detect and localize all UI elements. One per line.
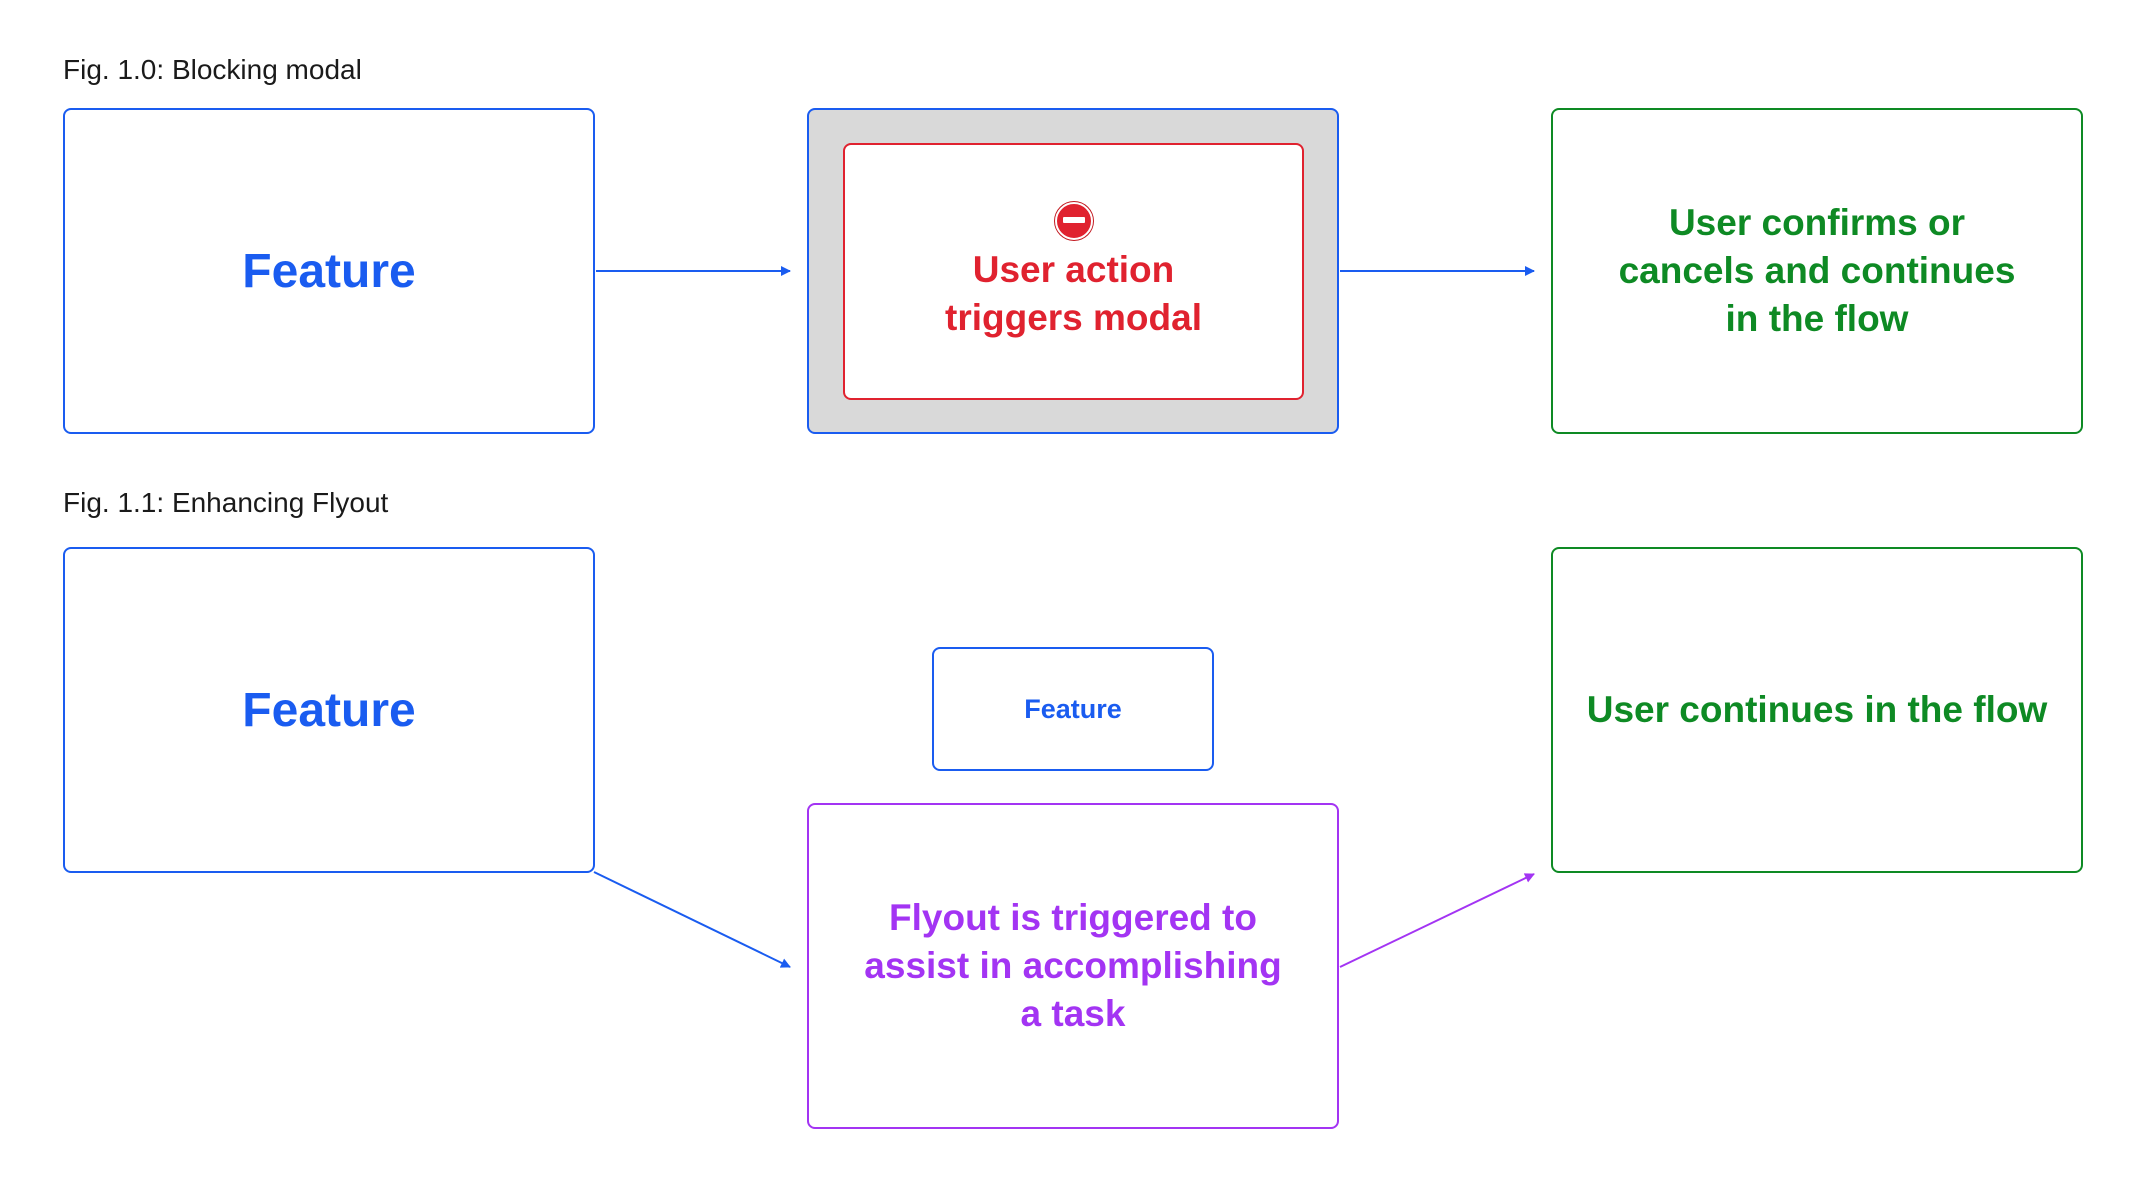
flyout-text-line-1: Flyout is triggered to: [889, 897, 1257, 938]
arrow-flyout-to-result: [1339, 873, 1535, 968]
small-feature-box: Feature: [932, 647, 1214, 771]
flyout-text-line-2: assist in accomplishing: [864, 945, 1282, 986]
feature-label: Feature: [242, 683, 416, 737]
result-box-continue: User continues in the flow: [1551, 547, 2083, 873]
arrow-feature-to-flyout: [593, 871, 791, 968]
no-entry-icon: [1054, 201, 1093, 240]
modal-overlay: User action triggers modal: [807, 108, 1339, 434]
result-text: User continues in the flow: [1586, 689, 2048, 730]
figure-1-1-caption: Fig. 1.1: Enhancing Flyout: [63, 487, 389, 518]
figure-1-0-caption: Fig. 1.0: Blocking modal: [63, 54, 362, 85]
modal-text-line-2: triggers modal: [945, 296, 1202, 338]
modal-text-line-1: User action: [972, 248, 1175, 290]
feature-label: Feature: [242, 244, 416, 298]
flyout-text-line-3: a task: [1020, 993, 1126, 1034]
result-text-line-1: User confirms or: [1668, 202, 1966, 243]
result-text-line-3: in the flow: [1725, 298, 1909, 339]
flyout-box: Flyout is triggered to assist in accompl…: [807, 803, 1339, 1129]
feature-box: Feature: [63, 108, 595, 434]
small-feature-label: Feature: [1024, 693, 1122, 724]
result-box-confirm: User confirms or cancels and continues i…: [1551, 108, 2083, 434]
feature-box: Feature: [63, 547, 595, 873]
result-text-line-2: cancels and continues: [1618, 250, 2016, 291]
blocking-modal: User action triggers modal: [843, 143, 1304, 400]
